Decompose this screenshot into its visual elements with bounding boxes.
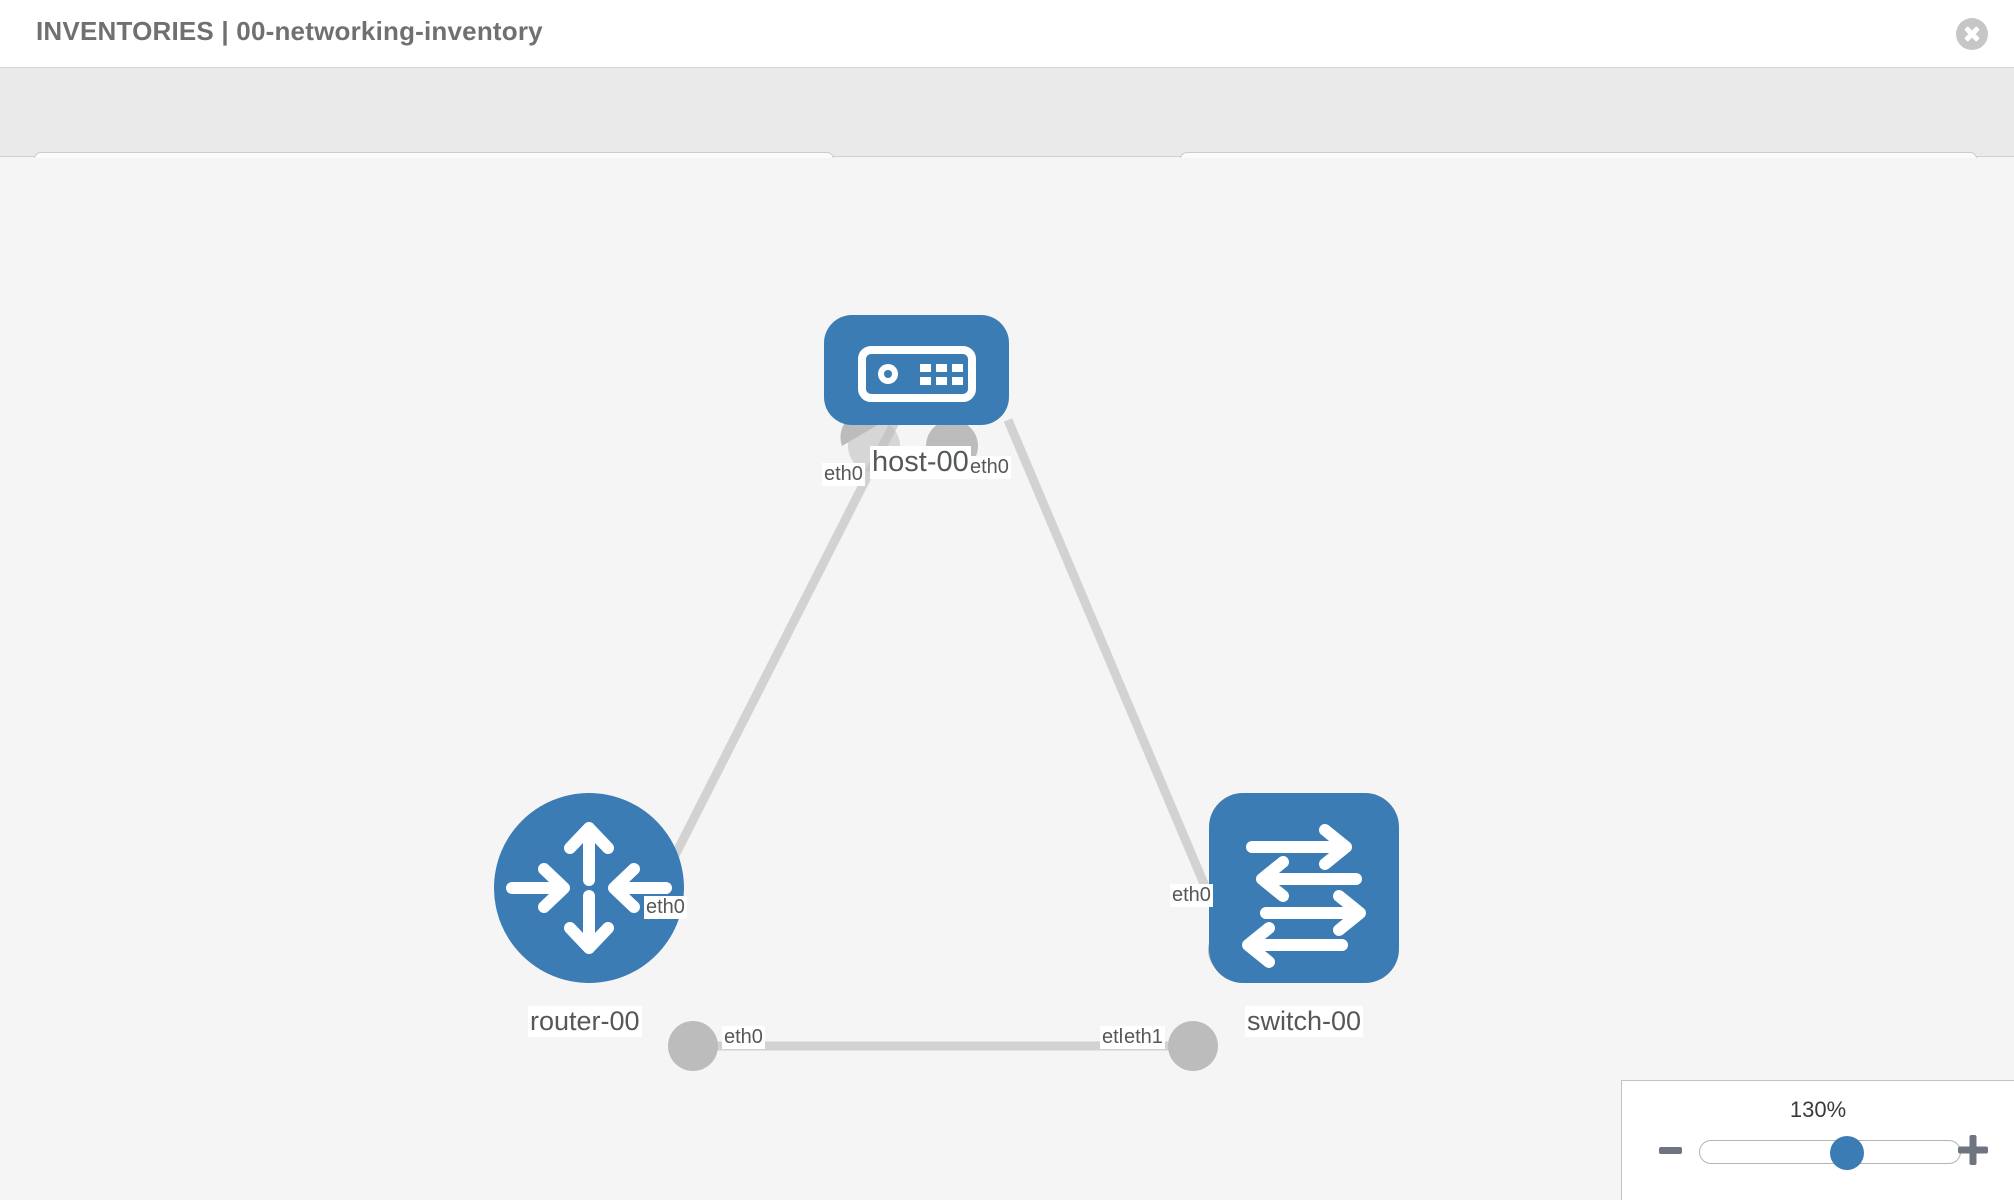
iface-label-host-right: eth0 [968,456,1011,479]
link-host-switch [1003,418,1237,952]
topology-connectors [668,411,1258,1071]
zoom-panel: 130% [1621,1080,2014,1200]
close-icon[interactable] [1956,18,1988,50]
node-label-switch-00: switch-00 [1245,1006,1364,1038]
iface-label-host-left: eth0 [822,463,865,486]
topology-graph [494,315,1399,1071]
router-arrows-icon [506,822,672,954]
node-host-00[interactable] [824,315,1009,425]
page-header: INVENTORIES | 00-networking-inventory [0,0,2014,68]
connector-router-right [668,1021,718,1071]
server-icon [858,346,976,402]
iface-label-router-top: eth0 [644,896,687,919]
node-label-host-00: host-00 [870,446,971,480]
zoom-level-value: 130% [1789,1097,1847,1122]
node-router-00[interactable] [494,793,684,983]
page-title: INVENTORIES | 00-networking-inventory [36,16,543,46]
minus-icon[interactable] [1659,1147,1682,1154]
connector-switch-left [1168,1021,1218,1071]
zoom-slider[interactable] [1699,1136,1961,1170]
node-switch-00[interactable] [1209,793,1399,983]
zoom-slider-thumb[interactable] [1830,1136,1864,1170]
switch-arrows-icon [1242,824,1366,968]
toolbar: ACTIONS SEARCH [0,68,2014,207]
topology-canvas[interactable]: host-00 router-00 switch-00 eth0 eth0 et… [0,158,2014,1200]
iface-label-switch-left: eth1 [1122,1026,1165,1049]
node-label-router-00: router-00 [528,1006,642,1038]
iface-label-switch-top: eth0 [1170,884,1213,907]
iface-label-router-right: eth0 [722,1026,765,1049]
plus-icon[interactable] [1958,1135,1988,1165]
topology-links [622,417,1237,1051]
zoom-controls [1622,1133,2014,1173]
